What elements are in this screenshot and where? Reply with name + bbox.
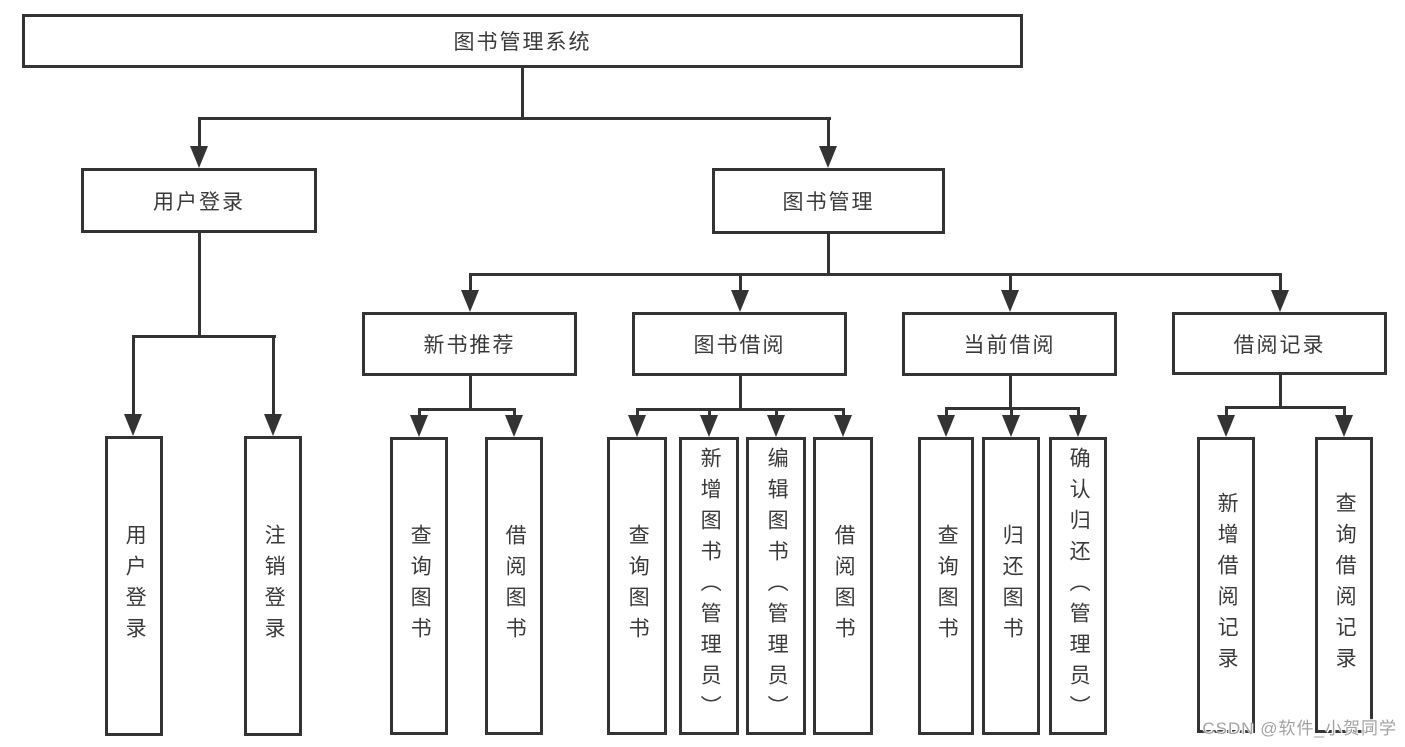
connector-line bbox=[827, 117, 830, 150]
leaf-record-add: 新增借阅记录 bbox=[1197, 437, 1255, 733]
connector-line bbox=[775, 408, 778, 420]
connector-line bbox=[1225, 406, 1346, 409]
node-label: 查询图书 bbox=[408, 524, 432, 648]
connector-line bbox=[521, 68, 524, 120]
connector-line bbox=[418, 408, 515, 411]
arrow-head-icon bbox=[410, 415, 428, 437]
connector-line bbox=[1279, 375, 1282, 409]
node-label: 借阅记录 bbox=[1233, 333, 1326, 357]
connector-line bbox=[636, 408, 639, 420]
connector-line bbox=[739, 376, 742, 411]
node-label: 归还图书 bbox=[1000, 524, 1024, 648]
node-label: 新增图书（管理员） bbox=[698, 446, 722, 726]
arrow-head-icon bbox=[1335, 415, 1353, 437]
node-label: 新书推荐 bbox=[423, 334, 516, 357]
node-label: 借阅图书 bbox=[832, 524, 856, 648]
node-label: 用户登录 bbox=[153, 190, 245, 214]
arrow-head-icon bbox=[1217, 415, 1235, 437]
connector-line bbox=[1010, 407, 1013, 419]
node-label: 查询借阅记录 bbox=[1333, 492, 1357, 678]
connector-line bbox=[469, 273, 472, 295]
connector-line bbox=[132, 335, 276, 338]
arrow-head-icon bbox=[124, 414, 142, 436]
node-user-login: 用户登录 bbox=[81, 168, 317, 233]
connector-line bbox=[1009, 273, 1012, 295]
arrow-head-icon bbox=[1001, 290, 1019, 312]
connector-line bbox=[739, 273, 742, 295]
connector-line bbox=[132, 335, 135, 420]
arrow-head-icon bbox=[937, 415, 955, 437]
connector-line bbox=[198, 117, 201, 150]
node-label: 图书借阅 bbox=[693, 334, 786, 357]
node-library-system: 图书管理系统 bbox=[22, 14, 1023, 68]
connector-line bbox=[272, 335, 275, 420]
connector-line bbox=[1343, 406, 1346, 418]
node-current-borrow: 当前借阅 bbox=[902, 312, 1117, 376]
node-label: 用户登录 bbox=[123, 524, 147, 648]
leaf-newbook-query: 查询图书 bbox=[390, 437, 448, 735]
node-label: 查询图书 bbox=[935, 524, 959, 648]
node-label: 当前借阅 bbox=[963, 334, 1056, 357]
arrow-head-icon bbox=[834, 415, 852, 437]
connector-line bbox=[842, 408, 845, 420]
arrow-head-icon bbox=[264, 414, 282, 436]
connector-line bbox=[945, 407, 948, 419]
leaf-current-return: 归还图书 bbox=[982, 437, 1040, 735]
node-new-book-recommend: 新书推荐 bbox=[362, 312, 577, 376]
leaf-logout: 注销登录 bbox=[244, 436, 302, 736]
arrow-head-icon bbox=[628, 415, 646, 437]
arrow-head-icon bbox=[190, 146, 208, 168]
leaf-borrow-query: 查询图书 bbox=[607, 437, 667, 735]
arrow-head-icon bbox=[700, 415, 718, 437]
arrow-head-icon bbox=[505, 415, 523, 437]
node-label: 编辑图书（管理员） bbox=[765, 446, 789, 726]
arrow-head-icon bbox=[1271, 290, 1289, 312]
arrow-head-icon bbox=[767, 415, 785, 437]
connector-line bbox=[198, 233, 201, 338]
arrow-head-icon bbox=[819, 146, 837, 168]
leaf-user-login: 用户登录 bbox=[105, 436, 163, 736]
connector-line bbox=[827, 234, 830, 276]
node-label: 查询图书 bbox=[626, 524, 650, 648]
leaf-borrow-edit-admin: 编辑图书（管理员） bbox=[746, 437, 806, 735]
connector-line bbox=[513, 408, 516, 420]
connector-line bbox=[1279, 273, 1282, 295]
node-book-management: 图书管理 bbox=[712, 168, 945, 234]
connector-line bbox=[708, 408, 711, 420]
connector-line bbox=[469, 376, 472, 411]
node-label: 注销登录 bbox=[262, 524, 286, 648]
node-book-borrow: 图书借阅 bbox=[632, 312, 847, 376]
node-label: 图书管理系统 bbox=[453, 31, 592, 54]
csdn-watermark: CSDN @软件_小贺同学 bbox=[1202, 719, 1397, 738]
arrow-head-icon bbox=[1069, 415, 1087, 437]
connector-line bbox=[1225, 406, 1228, 418]
leaf-current-query: 查询图书 bbox=[918, 437, 974, 735]
leaf-current-confirm-admin: 确认归还（管理员） bbox=[1049, 437, 1107, 735]
connector-line bbox=[1009, 376, 1012, 410]
arrow-head-icon bbox=[1002, 415, 1020, 437]
node-label: 确认归还（管理员） bbox=[1067, 446, 1091, 726]
connector-line bbox=[636, 408, 844, 411]
leaf-borrow-borrow: 借阅图书 bbox=[813, 437, 873, 735]
leaf-record-query: 查询借阅记录 bbox=[1315, 437, 1373, 733]
node-label: 图书管理 bbox=[782, 191, 875, 214]
connector-line bbox=[1077, 407, 1080, 419]
node-label: 借阅图书 bbox=[503, 524, 527, 648]
node-borrow-record: 借阅记录 bbox=[1172, 312, 1387, 375]
leaf-borrow-add-admin: 新增图书（管理员） bbox=[679, 437, 739, 735]
node-label: 新增借阅记录 bbox=[1215, 492, 1239, 678]
connector-line bbox=[418, 408, 421, 420]
arrow-head-icon bbox=[731, 290, 749, 312]
arrow-head-icon bbox=[461, 290, 479, 312]
leaf-newbook-borrow: 借阅图书 bbox=[485, 437, 543, 735]
connector-line bbox=[469, 273, 1281, 276]
connector-line bbox=[198, 117, 831, 120]
